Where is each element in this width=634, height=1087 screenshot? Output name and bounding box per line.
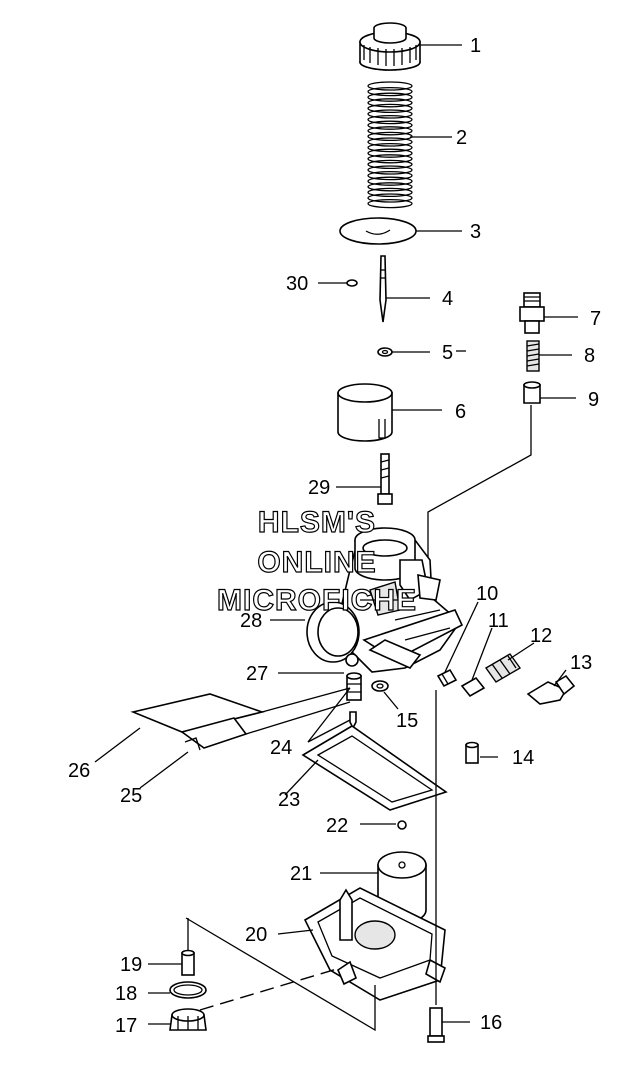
callout-28: 28 (240, 610, 262, 632)
callout-2: 2 (456, 127, 467, 149)
leader-lines (94, 44, 578, 1025)
spring-coil (367, 142, 413, 153)
callout-9: 9 (588, 389, 599, 411)
part-5-washer (377, 347, 393, 357)
spring-coil (367, 148, 413, 158)
callout-21: 21 (290, 863, 312, 885)
part-6-slide (337, 383, 393, 442)
part-1-cap (359, 22, 421, 71)
callout-18: 18 (115, 983, 137, 1005)
spring-coil (367, 109, 413, 119)
callout-7: 7 (590, 308, 601, 330)
callout-6: 6 (455, 401, 466, 423)
callout-13: 13 (570, 652, 592, 674)
spring-coil (367, 165, 413, 175)
callout-22: 22 (326, 815, 348, 837)
spring-coil (367, 86, 413, 97)
spring-coil (367, 137, 413, 147)
part-20-float-bowl (303, 887, 446, 1001)
part-11-screw (460, 676, 486, 698)
part-12-spring (484, 653, 522, 683)
part-29-screw (377, 453, 393, 505)
spring-coil (367, 187, 413, 198)
callout-14: 14 (512, 747, 534, 769)
part-14-jet (465, 741, 479, 764)
callout-25: 25 (120, 785, 142, 807)
callout-5: 5 (442, 342, 453, 364)
callout-27: 27 (246, 663, 268, 685)
spring-coil (367, 103, 413, 114)
part-3-plate (339, 217, 417, 245)
spring-coil (367, 81, 413, 91)
part-9-plunger (523, 381, 541, 404)
part-19-drain-screw (181, 949, 195, 976)
spring-coil (367, 98, 413, 108)
spring-coil (367, 114, 413, 125)
part-17-drain-plug (169, 1008, 207, 1031)
spring-coil (367, 126, 413, 136)
watermark-line-3: MICROFICHE (217, 584, 417, 617)
callout-11: 11 (488, 610, 509, 632)
part-10-pilot-jet (436, 668, 458, 688)
part-24-needle-valve (349, 711, 357, 730)
callout-20: 20 (245, 924, 267, 946)
callout-12: 12 (530, 625, 552, 647)
callout-24: 24 (270, 737, 292, 759)
part-15-washer (371, 680, 389, 692)
callout-16: 16 (480, 1012, 502, 1034)
part-4-needle (379, 255, 387, 323)
spring-coil (367, 120, 413, 130)
part-30-clip (346, 279, 358, 287)
callout-30: 30 (286, 273, 308, 295)
watermark-line-2: ONLINE (257, 546, 376, 579)
part-8-spring (526, 340, 540, 372)
part-23-gasket (301, 725, 448, 811)
callout-10: 10 (476, 583, 498, 605)
callout-4: 4 (442, 288, 453, 310)
carburetor-body (306, 527, 464, 673)
spring-coil (367, 193, 413, 203)
part-22-ball (397, 820, 407, 830)
callout-8: 8 (584, 345, 595, 367)
callout-29: 29 (308, 477, 330, 499)
callout-26: 26 (68, 760, 90, 782)
spring-coil (367, 176, 413, 186)
callout-labels: 1 2 3 4 5 6 7 8 9 10 11 12 13 14 15 16 1… (68, 35, 601, 1037)
callout-1: 1 (470, 35, 481, 57)
spring-coil (367, 182, 413, 192)
part-2-spring (367, 81, 413, 209)
spring-coil (367, 170, 413, 181)
callout-23: 23 (278, 789, 300, 811)
spring-coil (367, 92, 413, 102)
callout-17: 17 (115, 1015, 137, 1037)
spring-coil (367, 159, 413, 170)
callout-19: 19 (120, 954, 142, 976)
part-18-o-ring (169, 981, 207, 999)
spring-coil (367, 198, 413, 209)
part-16-bolt (427, 1007, 445, 1043)
part-27-seat (346, 672, 362, 701)
part-26-float-arm (130, 687, 351, 751)
spring-coil (367, 154, 413, 164)
callout-3: 3 (470, 221, 481, 243)
part-13-air-screw (526, 674, 576, 705)
watermark: HLSM'S ONLINE MICROFICHE (216, 505, 417, 617)
watermark-line-1: HLSM'S (258, 506, 376, 539)
part-7-fitting (519, 292, 545, 334)
callout-15: 15 (396, 710, 418, 732)
